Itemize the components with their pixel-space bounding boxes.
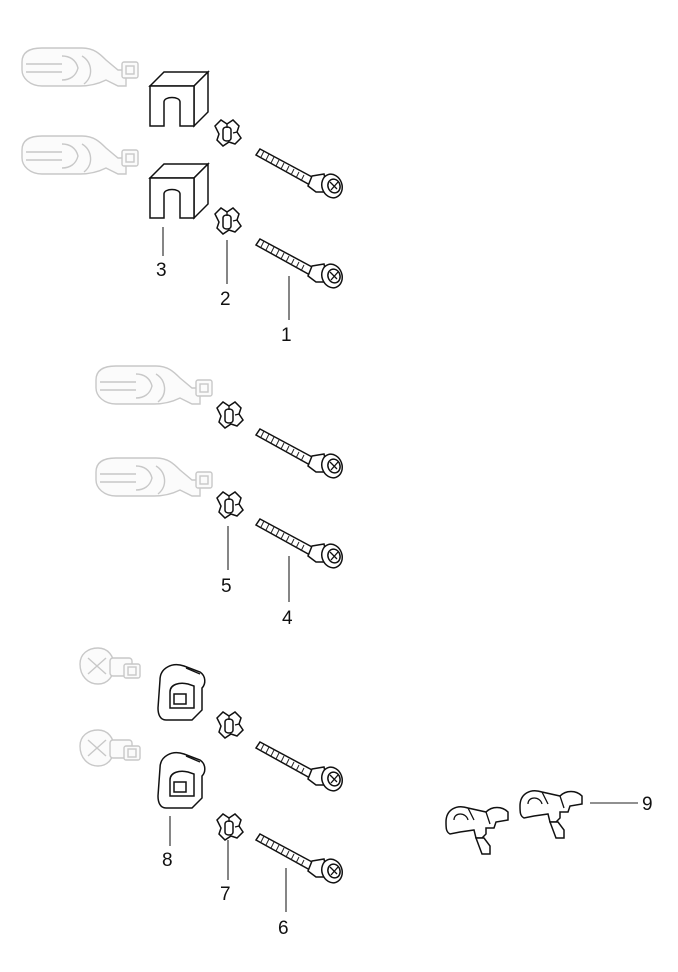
callout-7: 7	[220, 884, 231, 905]
callout-5: 5	[221, 576, 232, 597]
callout-2: 2	[220, 289, 231, 310]
wall-bracket-top-lower	[21, 135, 139, 175]
clip-group: 9	[445, 790, 653, 855]
lock-nut-bottom-lower	[216, 813, 244, 841]
lock-nut-upper	[214, 119, 242, 147]
lock-nut-middle-upper	[216, 401, 244, 429]
wall-bracket-middle-upper	[95, 365, 213, 405]
wall-bracket-middle-lower	[95, 457, 213, 497]
screw-bottom-upper	[255, 741, 347, 795]
callout-8: 8	[162, 850, 173, 871]
screw-bottom-lower	[255, 833, 347, 887]
round-cap-lower	[157, 752, 206, 809]
top-group: 3 2 1	[21, 47, 347, 346]
screw-middle-upper	[255, 428, 347, 482]
callout-9: 9	[642, 794, 653, 815]
callout-6: 6	[278, 918, 289, 939]
lock-nut-middle-lower	[216, 491, 244, 519]
clip-left	[445, 806, 509, 855]
cover-cap-upper	[149, 71, 209, 127]
screw-middle-lower	[255, 518, 347, 572]
screw-lower	[255, 238, 347, 292]
callout-1: 1	[281, 325, 292, 346]
middle-group: 5 4	[95, 365, 347, 629]
lock-nut-bottom-upper	[216, 711, 244, 739]
lock-nut-lower	[214, 207, 242, 235]
clip-right	[519, 790, 583, 839]
holder-lower	[79, 729, 141, 767]
callout-4: 4	[282, 608, 293, 629]
holder-upper	[79, 647, 141, 685]
callout-3: 3	[156, 260, 167, 281]
round-cap-upper	[157, 664, 206, 721]
wall-bracket-top-upper	[21, 47, 139, 87]
bottom-group: 8 7 6	[79, 647, 347, 939]
cover-cap-lower	[149, 163, 209, 219]
screw-upper	[255, 148, 347, 202]
